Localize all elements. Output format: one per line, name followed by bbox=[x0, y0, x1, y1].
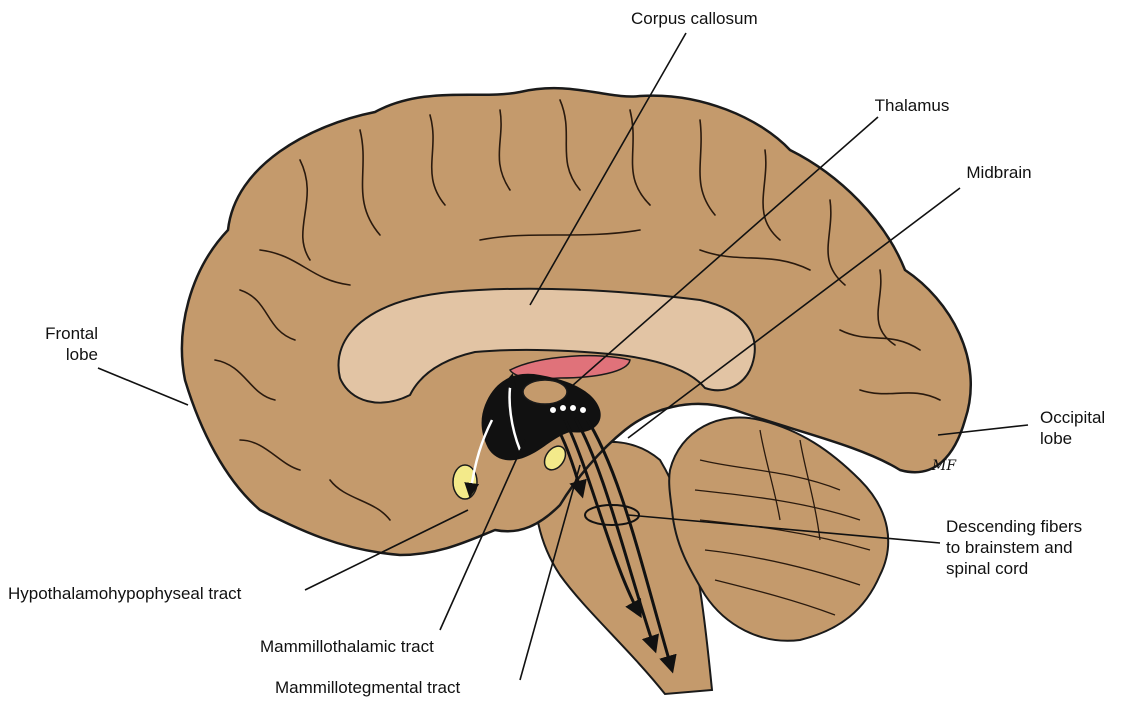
artist-signature: MF bbox=[931, 458, 957, 474]
label-frontal-line-1: Frontal bbox=[8, 323, 98, 344]
label-mammillothalamic-tract: Mammillothalamic tract bbox=[260, 636, 434, 657]
label-hypothalamohypophyseal-tract: Hypothalamohypophyseal tract bbox=[8, 583, 241, 604]
label-occipital-lobe: Occipital lobe bbox=[1040, 407, 1105, 449]
label-descending-fibers: Descending fibers to brainstem and spina… bbox=[946, 516, 1082, 579]
label-thalamus: Thalamus bbox=[862, 95, 962, 116]
interthalamic-adhesion bbox=[523, 380, 567, 404]
label-descending-line-3: spinal cord bbox=[946, 558, 1082, 579]
label-occipital-line-2: lobe bbox=[1040, 428, 1105, 449]
label-descending-line-2: to brainstem and bbox=[946, 537, 1082, 558]
label-mammillotegmental-tract: Mammillotegmental tract bbox=[275, 677, 460, 698]
label-midbrain: Midbrain bbox=[949, 162, 1049, 183]
label-frontal-line-2: lobe bbox=[8, 344, 98, 365]
label-descending-line-1: Descending fibers bbox=[946, 516, 1082, 537]
label-corpus-callosum: Corpus callosum bbox=[631, 8, 756, 29]
label-occipital-line-1: Occipital bbox=[1040, 407, 1105, 428]
label-frontal-lobe: Frontal lobe bbox=[8, 323, 98, 365]
